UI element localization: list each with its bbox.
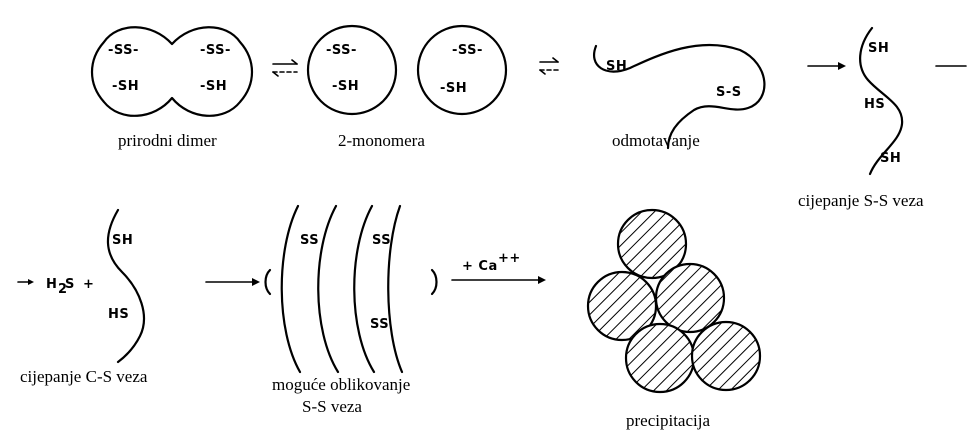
- cs-cleavage-sh: SH: [112, 233, 133, 248]
- caption-ss-formation-line1: moguće oblikovanje: [272, 375, 410, 394]
- ss-bond-2: SS: [372, 233, 391, 248]
- calcium-charge: ++: [498, 251, 521, 266]
- particle-5: [690, 320, 762, 392]
- cs-cleavage-group: H 2 S + SH HS cijepanje C-S veza: [17, 208, 148, 386]
- chain-1: [280, 204, 302, 374]
- calcium-arrow: + Ca ++: [451, 251, 546, 284]
- particle-1: [616, 208, 688, 280]
- monomer-left-sh-label: -SH: [332, 79, 359, 94]
- unfolding-group: SH S-S odmotavanje: [593, 43, 766, 150]
- ss-bond-1: SS: [300, 233, 319, 248]
- h2s-h: H: [46, 277, 57, 292]
- caption-ss-cleavage: cijepanje S-S veza: [798, 191, 924, 210]
- dimer-left-ss-label: -SS-: [108, 43, 139, 58]
- unfolded-chain: [593, 43, 766, 150]
- ss-cleaved-chain: [859, 26, 904, 176]
- monomer-right: [416, 24, 508, 116]
- calcium-label: + Ca: [462, 259, 498, 274]
- dimer-right-sh-label: -SH: [200, 79, 227, 94]
- unfolding-sh-label: SH: [606, 59, 627, 74]
- ss-cleavage-hs: HS: [864, 97, 885, 112]
- cs-cleavage-hs: HS: [108, 307, 129, 322]
- dimer-left-sh-label: -SH: [112, 79, 139, 94]
- caption-dimer: prirodni dimer: [118, 131, 217, 150]
- caption-cs-cleavage: cijepanje C-S veza: [20, 367, 148, 386]
- h2s-subscript: 2: [58, 282, 68, 297]
- dimer-group: -SS- -SH -SS- -SH prirodni dimer: [91, 26, 253, 150]
- caption-unfolding: odmotavanje: [612, 131, 700, 150]
- ss-cleavage-sh-top: SH: [868, 41, 889, 56]
- arrow-to-ss-formation: [205, 278, 260, 286]
- dimer-outline: [91, 26, 253, 117]
- dimer-right-ss-label: -SS-: [200, 43, 231, 58]
- plus-sign: +: [83, 277, 94, 292]
- ss-bond-3: SS: [370, 317, 389, 332]
- ss-cleavage-group: SH HS SH cijepanje S-S veza: [798, 26, 924, 210]
- monomer-right-sh-label: -SH: [440, 81, 467, 96]
- cs-cleaved-chain: [106, 208, 145, 364]
- ss-cleavage-sh-bottom: SH: [880, 151, 901, 166]
- equilibrium-arrow-2: [539, 57, 559, 75]
- unfolding-ss-label: S-S: [716, 85, 742, 100]
- arrow-to-ss-cleavage: [807, 62, 846, 70]
- caption-ss-formation-line2: S-S veza: [302, 397, 362, 416]
- monomer-left: [306, 24, 398, 116]
- ss-formation-group: SS SS SS moguće oblikovanje S-S veza: [264, 204, 438, 416]
- caption-precipitation: precipitacija: [626, 411, 710, 430]
- monomer-right-ss-label: -SS-: [452, 43, 483, 58]
- chain-3: [353, 204, 376, 374]
- equilibrium-arrow-1: [272, 59, 298, 77]
- chain-4: [387, 204, 404, 374]
- caption-monomers: 2-monomera: [338, 131, 425, 150]
- monomers-group: -SS- -SH -SS- -SH 2-monomera: [306, 24, 508, 150]
- precipitation-group: precipitacija: [586, 208, 762, 430]
- particle-3: [654, 262, 726, 334]
- particle-4: [624, 322, 696, 394]
- h2s-s: S: [65, 277, 75, 292]
- chain-2: [317, 204, 340, 374]
- monomer-left-ss-label: -SS-: [326, 43, 357, 58]
